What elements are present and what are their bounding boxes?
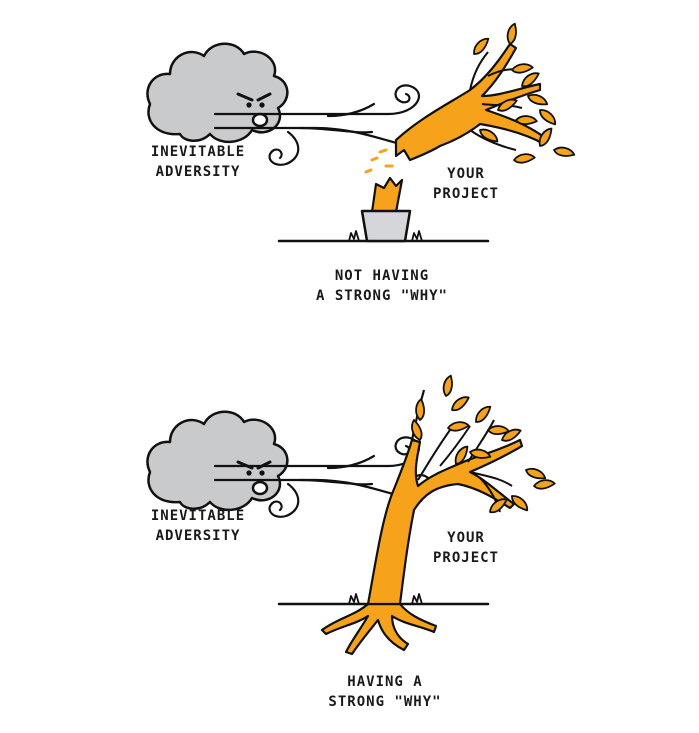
rooted-tree-icon: [320, 373, 556, 656]
wind-blowing-cloud-icon-bottom: [145, 410, 289, 512]
top-caption: NOT HAVING A STRONG "WHY": [300, 266, 464, 306]
bottom-tree-label-line1: YOUR: [447, 530, 485, 546]
top-cloud-label: INEVITABLE ADVERSITY: [150, 142, 246, 182]
bottom-caption: HAVING A STRONG "WHY": [310, 672, 460, 712]
top-tree-label-line2: PROJECT: [432, 186, 499, 202]
top-tree-label: YOUR PROJECT: [428, 164, 504, 204]
broken-tree-icon: [364, 21, 577, 174]
bottom-cloud-label-line2: ADVERSITY: [155, 528, 241, 544]
top-panel: [145, 21, 577, 243]
bottom-caption-line1: HAVING A: [347, 674, 423, 690]
bottom-cloud-label: INEVITABLE ADVERSITY: [150, 506, 246, 546]
top-caption-line1: NOT HAVING: [334, 268, 430, 284]
bottom-panel: [145, 373, 556, 656]
top-tree-label-line1: YOUR: [447, 166, 485, 182]
top-cloud-label-line2: ADVERSITY: [155, 164, 241, 180]
pot-icon: [360, 176, 412, 243]
bottom-caption-line2: STRONG "WHY": [328, 694, 442, 710]
top-cloud-label-line1: INEVITABLE: [150, 144, 246, 160]
top-caption-line2: A STRONG "WHY": [315, 288, 448, 304]
bottom-cloud-label-line1: INEVITABLE: [150, 508, 246, 524]
bottom-tree-label-line2: PROJECT: [432, 550, 499, 566]
bottom-tree-label: YOUR PROJECT: [428, 528, 504, 568]
